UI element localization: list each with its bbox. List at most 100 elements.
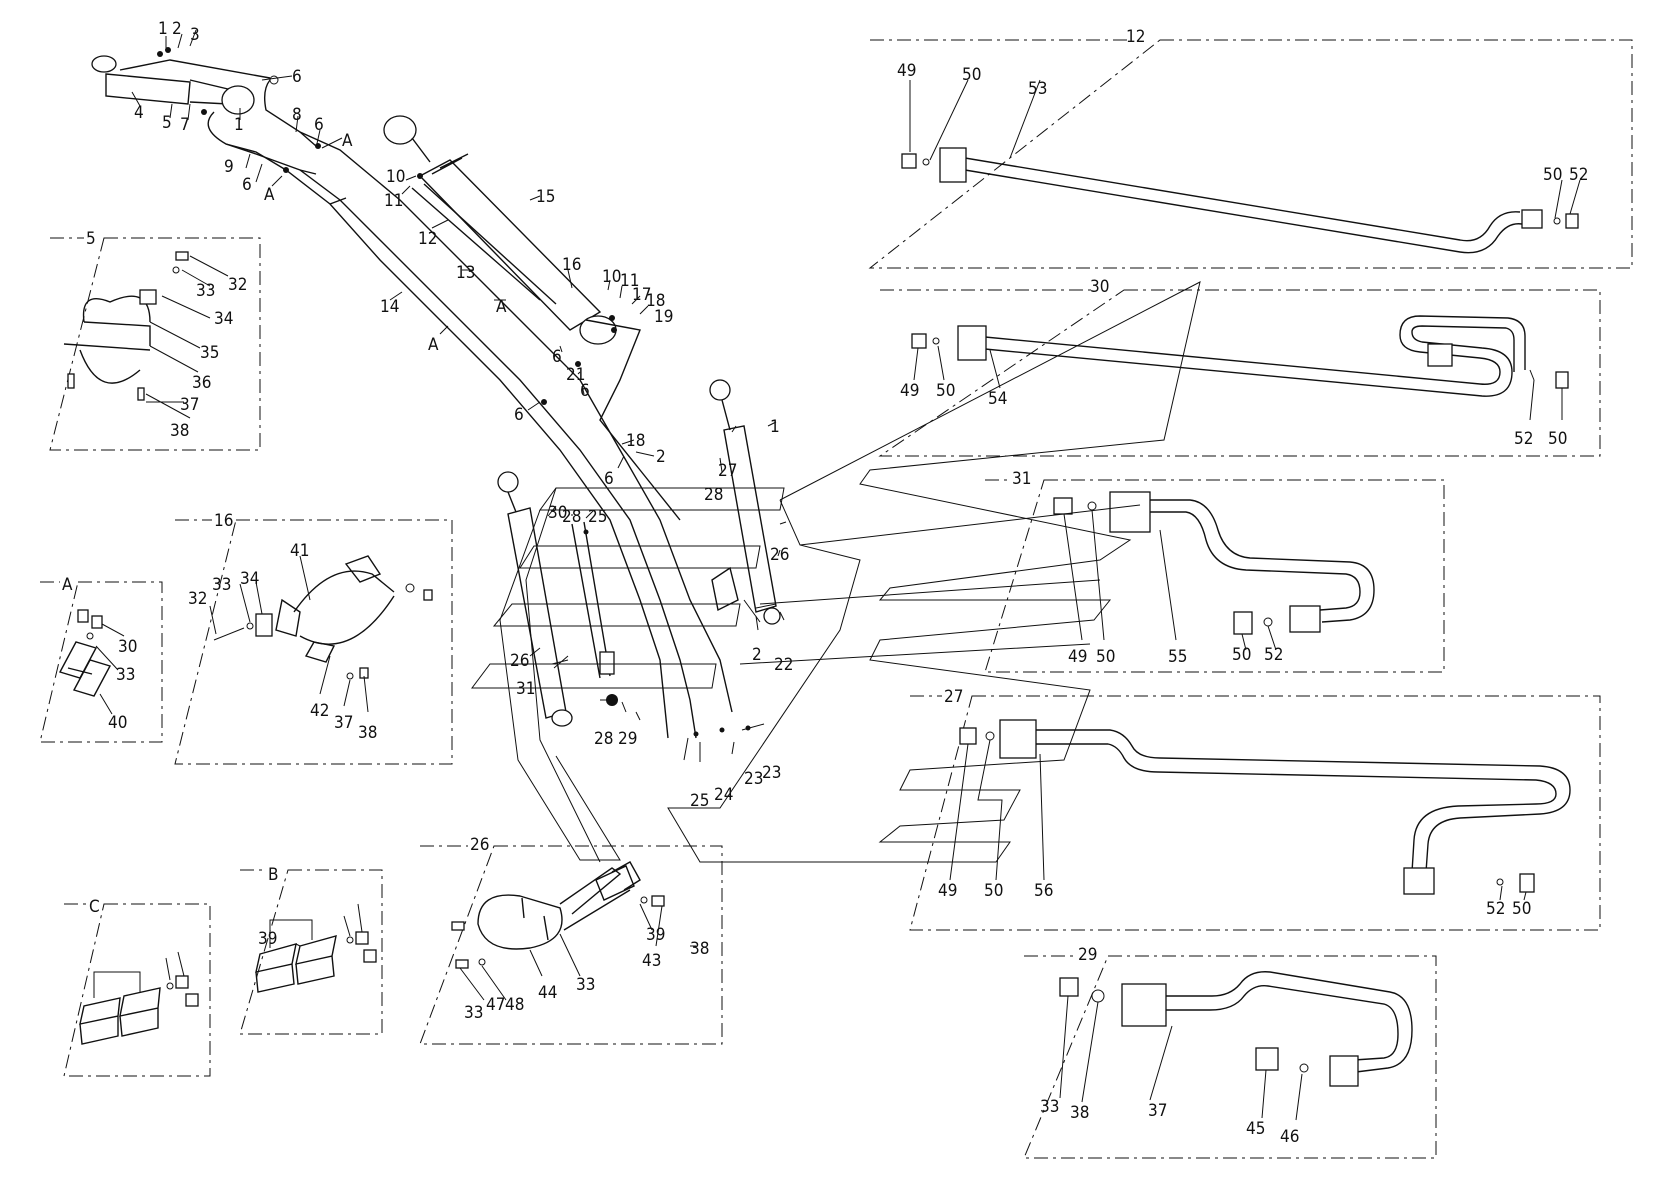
callout: 50 bbox=[1232, 645, 1251, 665]
tube-nut bbox=[1289, 605, 1321, 633]
callout: 4 bbox=[134, 103, 144, 123]
callout: 43 bbox=[642, 951, 661, 971]
callout: 18 bbox=[626, 431, 645, 451]
group-label-5: 5 bbox=[86, 229, 96, 249]
callout: 11 bbox=[620, 271, 639, 291]
callout: 49 bbox=[938, 881, 957, 901]
callout: 33 bbox=[196, 281, 215, 301]
callout: 50 bbox=[936, 381, 955, 401]
callout: 37 bbox=[1148, 1101, 1167, 1121]
group-label-B: B bbox=[268, 865, 279, 885]
callout: 6 bbox=[552, 347, 562, 367]
group-label-A: A bbox=[62, 575, 73, 595]
callout: 50 bbox=[1543, 165, 1562, 185]
clamp-block bbox=[957, 325, 987, 361]
callout: 50 bbox=[984, 881, 1003, 901]
fitting-52 bbox=[1519, 873, 1535, 893]
callout: 23 bbox=[744, 769, 763, 789]
callout: 6 bbox=[580, 381, 590, 401]
callout: 37 bbox=[334, 713, 353, 733]
callout: 23 bbox=[762, 763, 781, 783]
callout: 2 bbox=[752, 645, 762, 665]
callout: 33 bbox=[1040, 1097, 1059, 1117]
callout: 1 bbox=[158, 19, 168, 39]
callout: 6 bbox=[292, 67, 302, 87]
fitting-49 bbox=[911, 333, 927, 349]
detail-group-30: 30 49 50 54 52 50 bbox=[878, 277, 1601, 457]
clamp-block bbox=[999, 719, 1037, 759]
callout: 35 bbox=[200, 343, 219, 363]
callout: 34 bbox=[240, 569, 259, 589]
callout: 50 bbox=[962, 65, 981, 85]
callout: 52 bbox=[1514, 429, 1533, 449]
callout: 16 bbox=[562, 255, 581, 275]
callout: 33 bbox=[212, 575, 231, 595]
callout: 49 bbox=[900, 381, 919, 401]
clamp-block bbox=[939, 147, 967, 183]
detail-group-C: C bbox=[63, 897, 211, 1077]
callout: 55 bbox=[1168, 647, 1187, 667]
callout: 26 bbox=[510, 651, 529, 671]
callout: 7 bbox=[180, 115, 190, 135]
group-label-12: 12 bbox=[1126, 27, 1145, 47]
callout: 24 bbox=[714, 785, 733, 805]
callout: 47 bbox=[486, 995, 505, 1015]
callout: 8 bbox=[292, 105, 302, 125]
fitting-52 bbox=[1555, 371, 1569, 389]
callout: 14 bbox=[380, 297, 399, 317]
callout: 45 bbox=[1246, 1119, 1265, 1139]
callout: 1 bbox=[234, 115, 244, 135]
callout: 39 bbox=[646, 925, 665, 945]
tube-nut bbox=[1521, 209, 1543, 229]
callout: 6 bbox=[514, 405, 524, 425]
callout: 28 bbox=[562, 507, 581, 527]
callout: 33 bbox=[576, 975, 595, 995]
group-label-27: 27 bbox=[944, 687, 963, 707]
detail-group-26: 26 33 47 48 44 33 39 43 38 bbox=[419, 835, 723, 1045]
callout: 50 bbox=[1548, 429, 1567, 449]
callout: 25 bbox=[588, 507, 607, 527]
callout: 19 bbox=[654, 307, 673, 327]
group-label-C: C bbox=[89, 897, 100, 917]
callout: 10 bbox=[386, 167, 405, 187]
callout: 1 bbox=[770, 417, 780, 437]
callout: 25 bbox=[690, 791, 709, 811]
callout: 32 bbox=[188, 589, 207, 609]
callout: 17 bbox=[632, 285, 651, 305]
detail-group-5: 5 32 33 34 35 36 37 38 bbox=[49, 229, 261, 451]
callout: 34 bbox=[214, 309, 233, 329]
callout: 41 bbox=[290, 541, 309, 561]
fitting-52 bbox=[1233, 611, 1253, 635]
tube-nut bbox=[1427, 343, 1453, 367]
callout: 13 bbox=[456, 263, 475, 283]
detail-group-31: 31 49 50 55 50 52 bbox=[984, 469, 1445, 673]
main-assembly: 1 2 3 4 5 7 1 6 8 6 A 9 6 A 10 11 12 15 … bbox=[91, 19, 1201, 863]
callout: 52 bbox=[1486, 899, 1505, 919]
callout: A bbox=[342, 131, 353, 151]
callout: 53 bbox=[1028, 79, 1047, 99]
detail-group-29: 29 33 38 37 45 46 bbox=[1023, 945, 1437, 1159]
callout: 52 bbox=[1264, 645, 1283, 665]
callout: 28 bbox=[594, 729, 613, 749]
callout: 33 bbox=[116, 665, 135, 685]
group-label-16: 16 bbox=[214, 511, 233, 531]
callout: A bbox=[428, 335, 439, 355]
group-label-29: 29 bbox=[1078, 945, 1097, 965]
callout: 6 bbox=[314, 115, 324, 135]
callout: 30 bbox=[118, 637, 137, 657]
callout: 33 bbox=[464, 1003, 483, 1023]
callout: 36 bbox=[192, 373, 211, 393]
callout: 2 bbox=[656, 447, 666, 467]
callout: 50 bbox=[1096, 647, 1115, 667]
detail-group-16: 16 41 32 33 34 42 37 38 bbox=[174, 511, 453, 765]
callout: 18 bbox=[646, 291, 665, 311]
callout: 5 bbox=[162, 113, 172, 133]
callout: 3 bbox=[190, 25, 200, 45]
detail-group-12: 12 49 50 53 50 52 bbox=[868, 27, 1633, 269]
callout: 2 bbox=[172, 19, 182, 39]
callout: 32 bbox=[228, 275, 247, 295]
callout: 30 bbox=[548, 503, 567, 523]
clamp-block bbox=[1109, 491, 1151, 533]
callout: A bbox=[264, 185, 275, 205]
fitting-49 bbox=[959, 727, 977, 745]
